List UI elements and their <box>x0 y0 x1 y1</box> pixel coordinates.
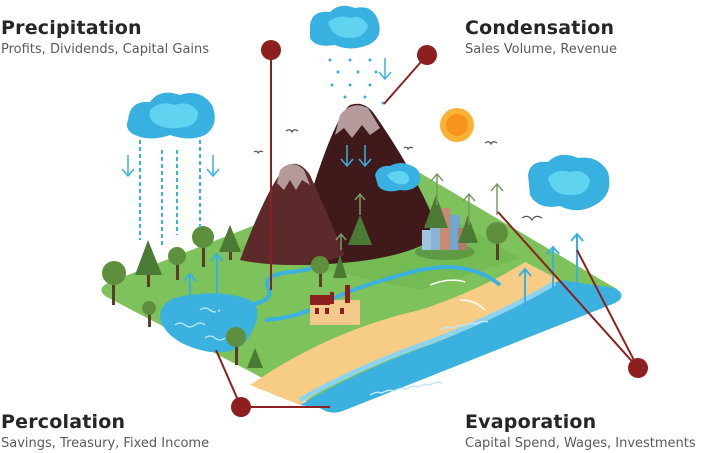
sea <box>300 280 622 413</box>
cloud-icon <box>310 5 380 49</box>
bird-icon <box>253 129 543 222</box>
trees <box>102 195 508 368</box>
cloud-icon <box>126 92 215 139</box>
up-arrow-icon <box>183 232 584 335</box>
down-arrow-icon <box>121 58 392 178</box>
factory-icon <box>310 285 360 325</box>
cloud-icon <box>528 154 610 211</box>
condensation-subtitle: Sales Volume, Revenue <box>465 42 617 57</box>
label-percolation: Percolation Savings, Treasury, Fixed Inc… <box>1 411 209 453</box>
up-arrow-icon <box>335 172 504 250</box>
label-evaporation: Evaporation Capital Spend, Wages, Invest… <box>465 411 696 453</box>
label-condensation: Condensation Sales Volume, Revenue <box>465 17 617 59</box>
precipitation-title: Precipitation <box>1 17 142 39</box>
snow-dots <box>328 58 385 105</box>
callout-condensation <box>383 45 437 105</box>
percolation-title: Percolation <box>1 411 126 433</box>
precipitation-subtitle: Profits, Dividends, Capital Gains <box>1 42 210 57</box>
rain <box>139 140 201 245</box>
evaporation-subtitle: Capital Spend, Wages, Investments <box>465 436 696 451</box>
callout-precipitation <box>261 40 281 290</box>
callout-percolation <box>215 349 330 417</box>
label-precipitation: Precipitation Profits, Dividends, Capita… <box>1 17 209 59</box>
mountains <box>240 103 440 265</box>
cloud-icon <box>375 163 421 192</box>
evaporation-title: Evaporation <box>465 411 597 433</box>
callout-evaporation <box>497 211 648 378</box>
percolation-subtitle: Savings, Treasury, Fixed Income <box>1 436 210 451</box>
condensation-title: Condensation <box>465 17 615 39</box>
